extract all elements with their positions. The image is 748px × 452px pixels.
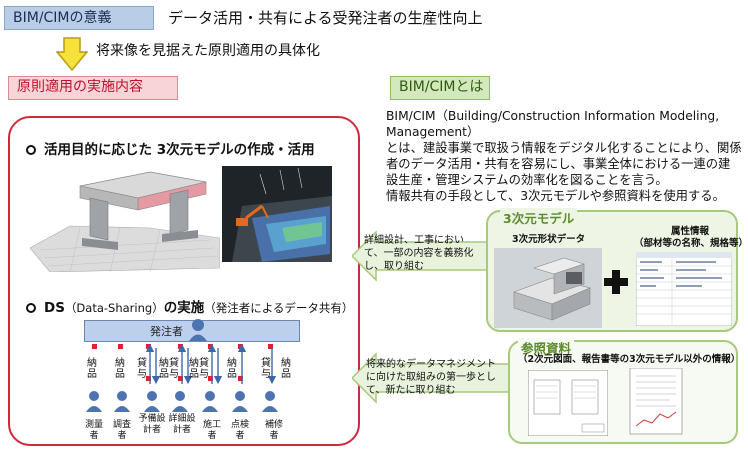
3d-shape-illustration (494, 248, 602, 328)
circle-bullet-icon (26, 303, 36, 313)
role-label: 予備設計者 (138, 414, 166, 435)
attribute-note: （部材等の名称、規格等） (634, 238, 748, 249)
flow-label: 貸与 (169, 358, 179, 380)
client-label: 発注者 (150, 325, 183, 338)
point-cloud-illustration (222, 166, 332, 262)
section-title: 原則適用の実施内容 (17, 79, 143, 95)
flow-marker (92, 344, 97, 349)
flow-marker (208, 376, 213, 381)
circle-bullet-icon (26, 145, 36, 155)
bim-definition-line-3: 情報共有の手段として、3次元モデルや参照資料を使用する。 (386, 189, 725, 203)
bim-definition-line-2: とは、建設事業で取扱う情報をデジタル化することにより、関係者のデータ活用・共有を… (386, 141, 742, 187)
flow-arrows (145, 343, 277, 385)
flow-label: 納品 (159, 358, 169, 380)
flow-label: 納品 (281, 358, 291, 380)
bim-badge: BIM/CIMとは (390, 76, 490, 100)
role-label: 施工者 (202, 420, 221, 441)
attribute-table-illustration (636, 252, 732, 326)
drawing-illustration (528, 370, 608, 436)
heading-ds: DS（Data-Sharing）の実施（発注者によるデータ共有） (26, 296, 353, 316)
flow-label: 貸与 (261, 358, 271, 380)
bim-definition: BIM/CIM（Building/Construction Informatio… (386, 108, 742, 204)
flow-label: 貸与 (137, 358, 147, 380)
person-icon (189, 319, 207, 341)
flow-label: 納品 (227, 358, 237, 380)
flow-marker (146, 376, 151, 381)
client-bar (84, 320, 300, 342)
arrow-1-text: 詳細設計、工事において、一部の内容を義務化し、取り組む (364, 235, 474, 272)
flow-marker (178, 376, 183, 381)
report-illustration (629, 368, 683, 435)
subline: 将来像を見据えた原則適用の具体化 (96, 43, 320, 59)
arrow-2-text: 将来的なデータマネジメントに向けた取組みの第一歩として、新たに取り組む (366, 359, 496, 396)
section-badge: 原則適用の実施内容 (8, 76, 178, 100)
title-badge: BIM/CIMの意義 (4, 6, 154, 30)
role-label: 補修者 (264, 420, 283, 441)
role-label: 点検者 (230, 420, 249, 441)
flow-marker (238, 376, 243, 381)
title-text: BIM/CIMの意義 (13, 10, 112, 26)
attribute-label: 属性情報 (670, 226, 709, 237)
flow-label: 納品 (189, 358, 199, 380)
flow-marker (118, 344, 123, 349)
left-arrow-icon (352, 230, 488, 282)
flow-label: 納品 (115, 358, 125, 380)
reference-note: （2次元図面、報告書等の3次元モデル以外の情報） (518, 354, 741, 365)
bim-title: BIM/CIMとは (399, 79, 484, 95)
role-label: 調査者 (112, 420, 131, 441)
heading-3d-model: 活用目的に応じた 3次元モデルの作成・活用 (26, 138, 315, 158)
worker-icons (86, 391, 278, 412)
flow-marker (268, 344, 273, 349)
left-arrow-icon (352, 352, 510, 404)
role-label: 測量者 (84, 420, 103, 441)
down-arrow-icon (56, 37, 88, 72)
headline: データ活用・共有による受発注者の生産性向上 (168, 9, 483, 27)
shape-data-label: 3次元形状データ (512, 234, 586, 245)
reference-panel-title: 参照資料 (518, 338, 575, 357)
model-panel-title: 3次元モデル (500, 208, 578, 227)
flow-label: 納品 (87, 358, 97, 380)
flow-label: 貸与 (199, 358, 209, 380)
bim-definition-line-1: BIM/CIM（Building/Construction Informatio… (386, 109, 720, 139)
bridge-model-illustration (30, 171, 220, 272)
role-label: 詳細設計者 (168, 414, 196, 435)
plus-icon (604, 270, 628, 294)
